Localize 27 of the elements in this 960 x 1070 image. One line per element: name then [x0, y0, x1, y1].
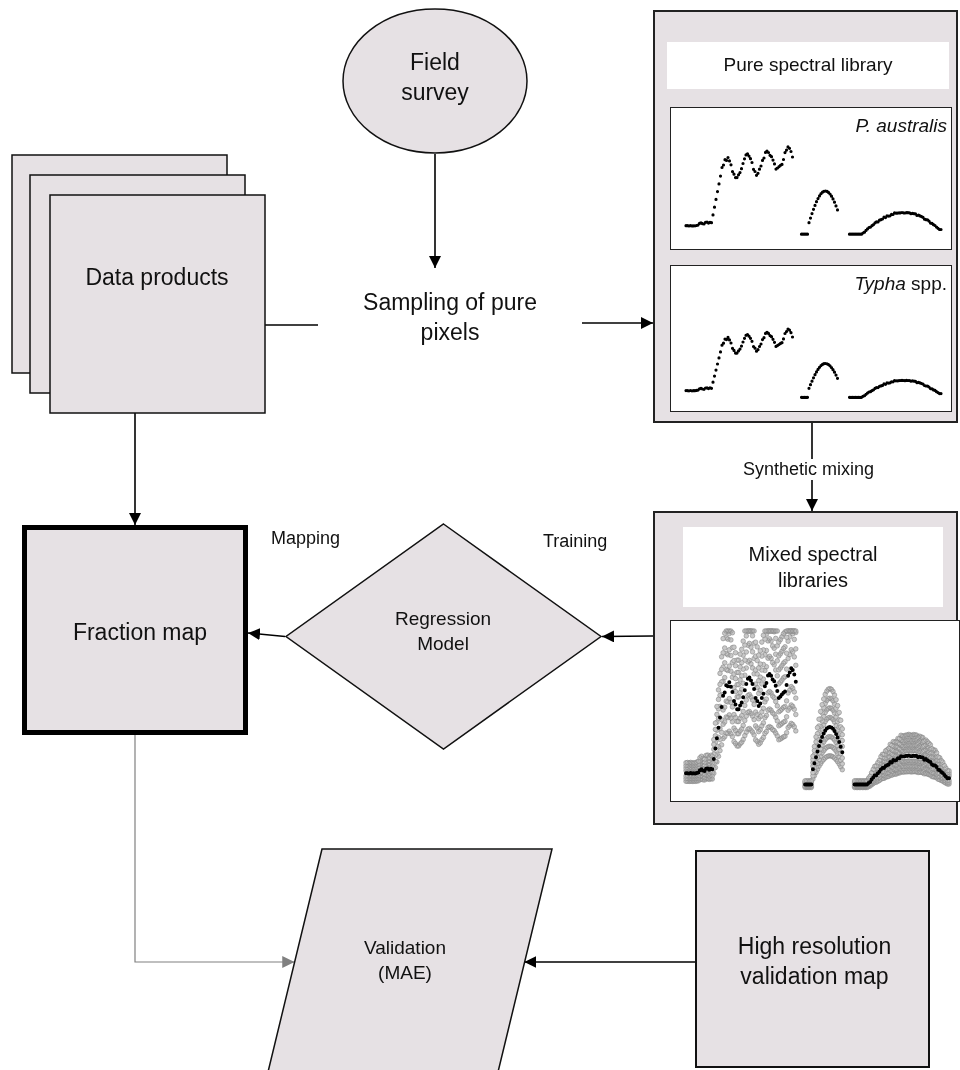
arrow	[581, 317, 654, 329]
ellipse-node	[342, 8, 528, 154]
output-box	[22, 525, 248, 735]
parallelogram-node	[265, 848, 555, 1070]
spectral-plot-panel	[670, 107, 952, 250]
node-label: Regression Model	[393, 607, 493, 656]
library-panel	[653, 10, 958, 423]
panel-heading: Mixed spectral libraries	[683, 527, 943, 607]
plot-label: Typha spp.	[853, 272, 947, 296]
panel-heading: Pure spectral library	[667, 42, 949, 89]
arrow	[247, 628, 286, 641]
stacked-document-node	[12, 155, 265, 413]
process-text: Sampling of pure pixels	[318, 288, 582, 348]
node-label: Validation (MAE)	[362, 936, 447, 985]
mixed-spectral-plot-drawing	[670, 620, 960, 802]
arrow	[129, 412, 141, 526]
plot-label: P. australis	[854, 114, 947, 138]
library-panel	[653, 511, 958, 825]
spectral-plot-panel	[670, 265, 952, 412]
node-label: Data products	[84, 263, 230, 292]
arrow	[429, 153, 441, 269]
node-label: Fraction map	[71, 618, 209, 647]
arrow	[601, 630, 654, 643]
node-label: High resolution validation map	[736, 932, 893, 991]
node-label: Field survey	[400, 48, 470, 107]
input-box	[695, 850, 930, 1068]
arrow	[134, 734, 295, 968]
